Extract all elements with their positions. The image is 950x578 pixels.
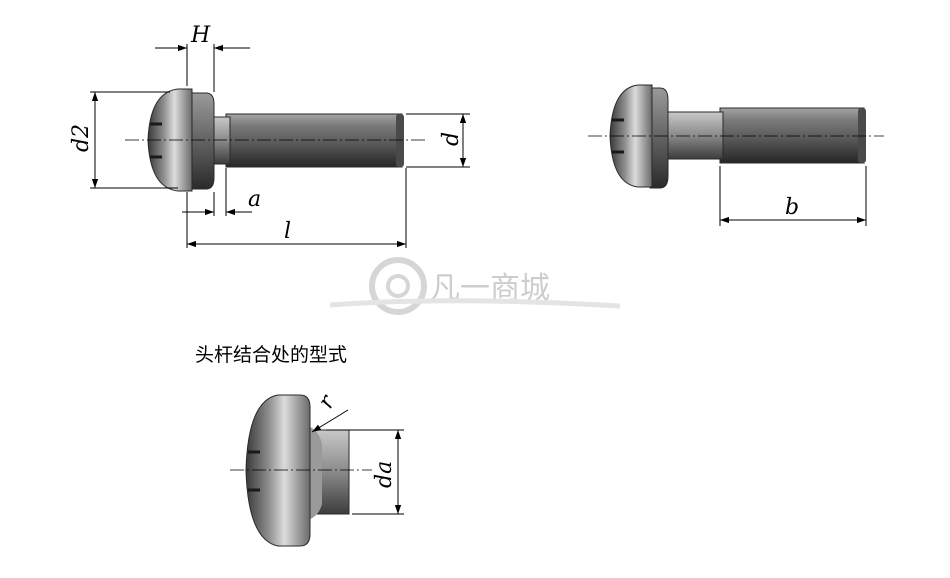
- leader-r: [311, 409, 349, 433]
- label-a: a: [248, 187, 261, 212]
- shank-chamfer: [396, 114, 404, 167]
- label-r: r: [314, 390, 342, 413]
- watermark-logo-icon: [369, 257, 427, 315]
- label-l: l: [284, 219, 291, 244]
- label-b: b: [785, 195, 799, 220]
- caption-head-shank-junction: 头杆结合处的型式: [195, 344, 347, 366]
- label-d: d: [439, 132, 464, 146]
- screw2-shank: [719, 107, 865, 164]
- screw-neck: [213, 116, 231, 165]
- watermark: 凡一商城: [329, 257, 621, 315]
- screw2-shank-chamfer: [858, 108, 866, 163]
- label-d2: d2: [69, 124, 94, 152]
- figure-head-shank-junction: r da: [230, 390, 404, 547]
- junction-head: [245, 394, 311, 547]
- screw-shank: [225, 113, 403, 168]
- screw2-neck: [664, 111, 724, 160]
- figure-screw-dimensions: H d2 d a l: [69, 23, 470, 248]
- label-da: da: [372, 461, 397, 488]
- label-H: H: [190, 23, 211, 48]
- captive-washer: [186, 92, 215, 190]
- figure-thread-length: b: [588, 84, 884, 226]
- screw2-washer: [649, 87, 669, 189]
